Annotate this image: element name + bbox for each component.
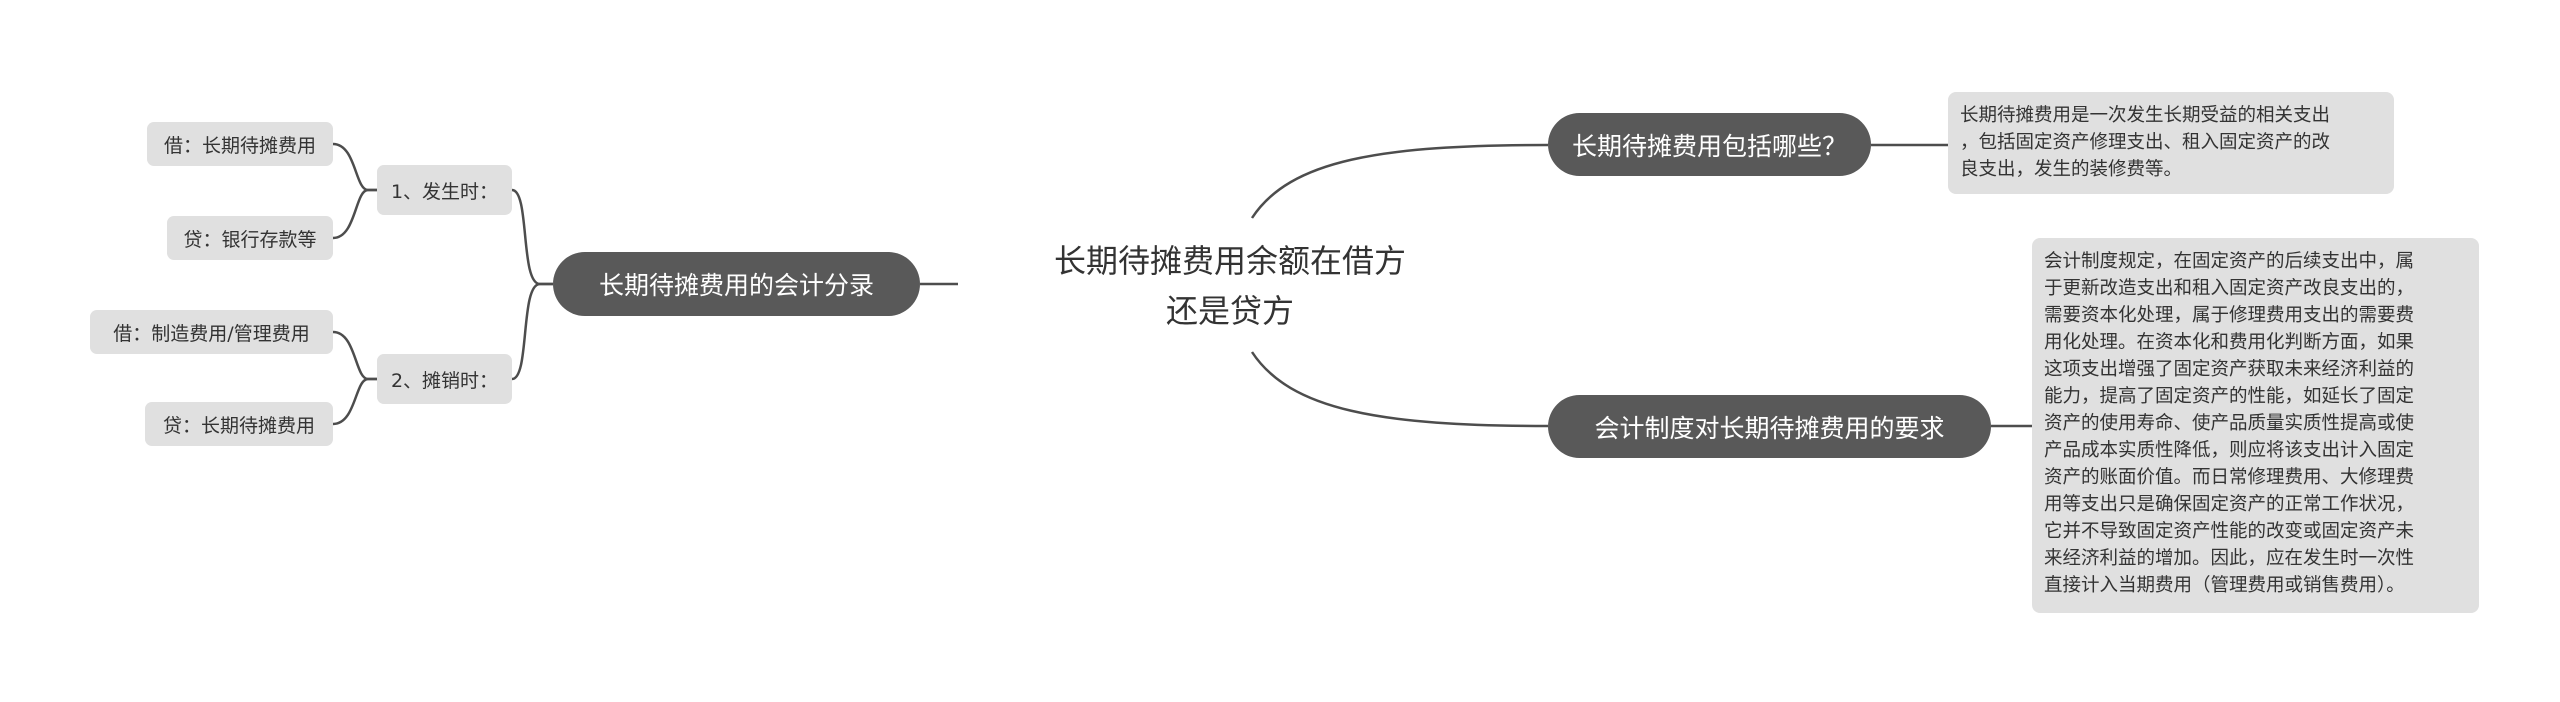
subtopic-on-occurrence[interactable]: 1、发生时： [377,165,512,215]
branch-what-included[interactable]: 长期待摊费用包括哪些？ [1548,113,1871,176]
edge-root-right1 [1250,143,1549,219]
edge-sub2-debit [332,330,377,381]
edge-sub1-debit [332,142,377,192]
edge-root-right2 [1250,351,1549,428]
subtopic-on-amortization[interactable]: 2、摊销时： [377,354,512,404]
leaf-occurrence-debit[interactable]: 借：长期待摊费用 [147,122,333,166]
leaf-amortization-credit[interactable]: 贷：长期待摊费用 [145,402,333,446]
note-accounting-requirements[interactable]: 会计制度规定，在固定资产的后续支出中，属 于更新改造支出和租入固定资产改良支出的… [2032,238,2479,613]
root-topic[interactable]: 长期待摊费用余额在借方 还是贷方 [1020,236,1440,336]
edge-left-sub2 [511,282,553,381]
leaf-occurrence-credit[interactable]: 贷：银行存款等 [167,216,333,260]
branch-accounting-requirements[interactable]: 会计制度对长期待摊费用的要求 [1548,395,1991,458]
edge-left-sub1 [511,188,553,286]
branch-accounting-entries[interactable]: 长期待摊费用的会计分录 [553,252,920,316]
root-title-line2: 还是贷方 [1165,292,1294,330]
edge-sub2-credit [332,377,377,426]
edge-sub1-credit [332,188,377,240]
note-what-included[interactable]: 长期待摊费用是一次发生长期受益的相关支出 ，包括固定资产修理支出、租入固定资产的… [1948,92,2394,194]
leaf-amortization-debit[interactable]: 借：制造费用/管理费用 [90,310,333,354]
root-title-line1: 长期待摊费用余额在借方 [1053,242,1406,280]
